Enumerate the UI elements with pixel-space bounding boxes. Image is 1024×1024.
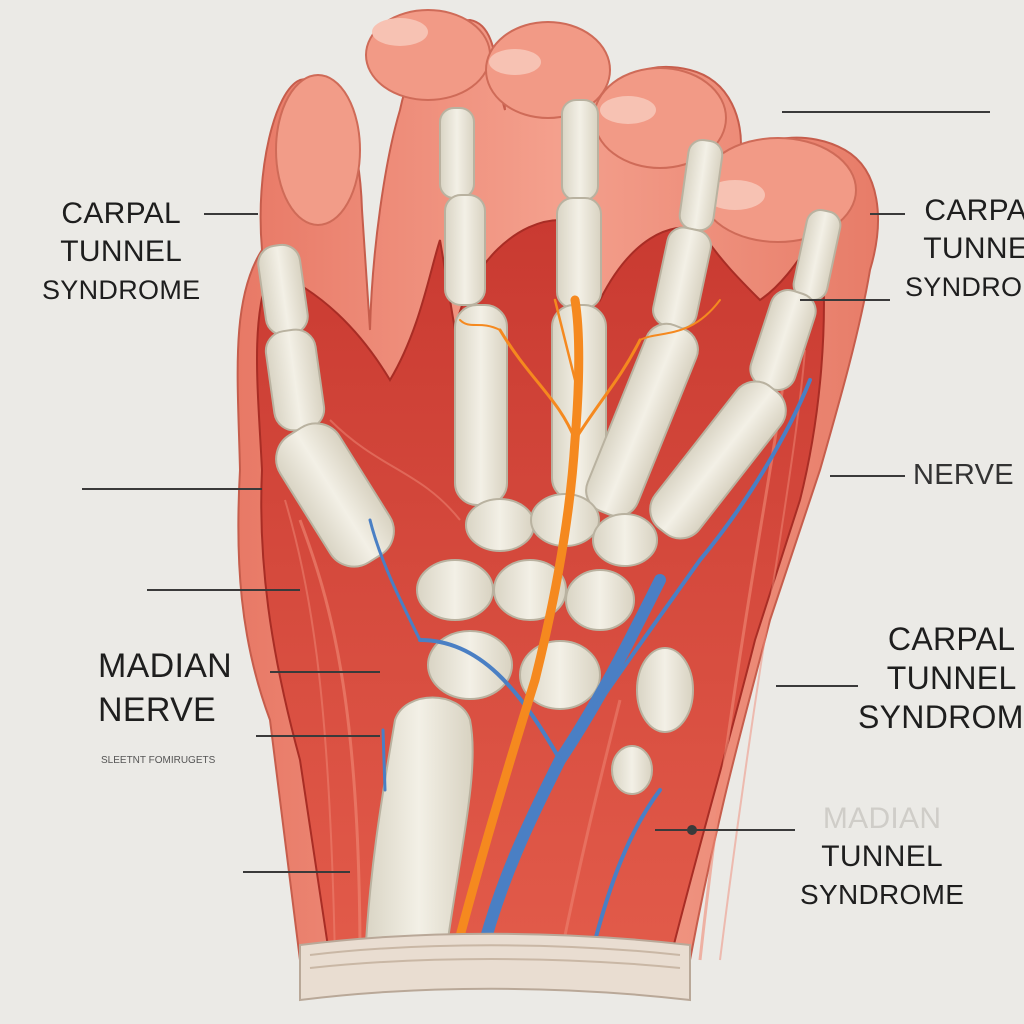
label-tunnel-syndrome-bottom: MADIAN TUNNEL SYNDROME: [800, 800, 964, 914]
thumb-metacarpal: [275, 422, 395, 568]
label-line: SYNDROME: [858, 699, 1024, 735]
middle-nail: [489, 49, 541, 75]
radius-bone: [363, 696, 474, 961]
label-line: SYNDROME: [42, 275, 201, 305]
middle-phalanx-middle: [556, 197, 602, 309]
thumb-tip: [275, 74, 361, 226]
middle-phalanx-distal: [561, 99, 599, 201]
ring-metacarpal: [585, 322, 699, 518]
carpal-bone: [565, 569, 635, 631]
veins: [368, 378, 812, 966]
ulna-head: [636, 647, 694, 733]
label-line: TUNNEL: [60, 235, 183, 268]
label-line: TUNNEL: [821, 840, 944, 873]
forearm-cross-section: [299, 932, 691, 1002]
hand-bones: [257, 99, 842, 961]
ring-nail: [600, 96, 656, 124]
carpal-bone: [592, 513, 658, 567]
label-carpal-tunnel-syndrome-top-left: CARPAL TUNNEL SYNDROME: [42, 195, 200, 309]
label-line: CARPAL: [61, 197, 182, 230]
pisiform-bone: [611, 745, 653, 795]
label-carpal-tunnel-syndrome-bottom-right: CARPAL TUNNEL SYNDROME: [858, 620, 1024, 737]
label-carpal-tunnel-syndrome-top-right: CARPAL TUNNEL SYNDROME: [905, 192, 1024, 306]
leader-lines: [82, 111, 990, 873]
index-phalanx-middle: [444, 194, 486, 306]
index-metacarpal: [454, 304, 508, 506]
label-line: MADIAN: [822, 802, 942, 835]
label-line: MADIAN: [98, 647, 233, 685]
little-nail: [705, 180, 765, 210]
label-line: SYNDROME: [905, 272, 1024, 302]
label-line: TUNNEL: [923, 232, 1024, 265]
little-metacarpal: [649, 380, 787, 540]
index-nail: [372, 18, 428, 46]
label-line: NERVE: [98, 691, 217, 729]
carpal-bone: [416, 559, 494, 621]
label-line: TUNNEL: [886, 660, 1017, 696]
carpal-bone: [465, 498, 535, 552]
label-small-caption: SLEETNT FOMIRUGETS: [101, 755, 216, 766]
label-line: CARPAL: [924, 194, 1024, 227]
index-phalanx-distal: [439, 107, 475, 199]
carpal-bone: [427, 630, 513, 700]
median-nerve: [450, 295, 721, 960]
label-nerve: NERVE: [913, 459, 1014, 491]
label-median-nerve: MADIAN NERVE: [98, 644, 232, 732]
label-line: SYNDROME: [800, 879, 965, 910]
label-line: CARPAL: [887, 621, 1016, 657]
middle-fingertip: [485, 21, 611, 119]
